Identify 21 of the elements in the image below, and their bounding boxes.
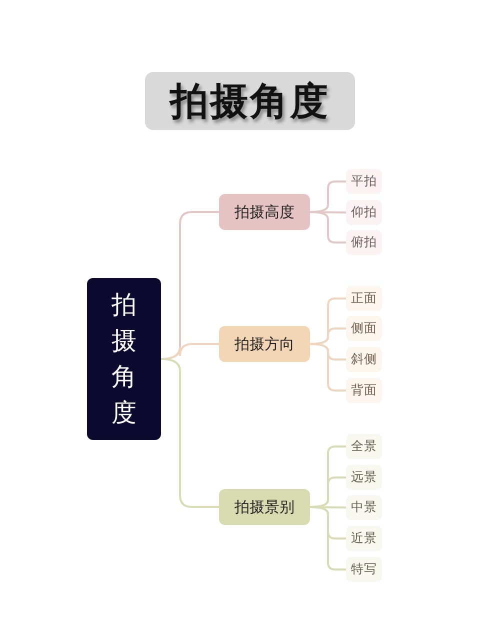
connector-line [310,211,346,244]
branch-box: 拍摄高度 [219,194,310,230]
leaf-box: 中景 [346,495,382,520]
title-banner: 拍摄角度 [145,72,355,130]
connector-line [160,358,219,508]
connector-line [310,506,346,570]
leaf-box: 斜侧 [346,347,382,372]
branch-box: 拍摄景别 [219,489,310,525]
leaf-box: 近景 [346,526,382,551]
root-box: 拍摄角度 [87,278,161,440]
leaf-box: 全景 [346,434,382,459]
leaf-box: 平拍 [346,169,382,194]
connector-line [310,343,346,392]
leaf-box: 特写 [346,557,382,582]
branch-box: 拍摄方向 [219,326,310,362]
leaf-box: 正面 [346,286,382,311]
leaf-box: 背面 [346,378,382,403]
leaf-box: 仰拍 [346,200,382,225]
leaf-box: 远景 [346,465,382,490]
leaf-box: 侧面 [346,316,382,341]
leaf-box: 俯拍 [346,230,382,255]
